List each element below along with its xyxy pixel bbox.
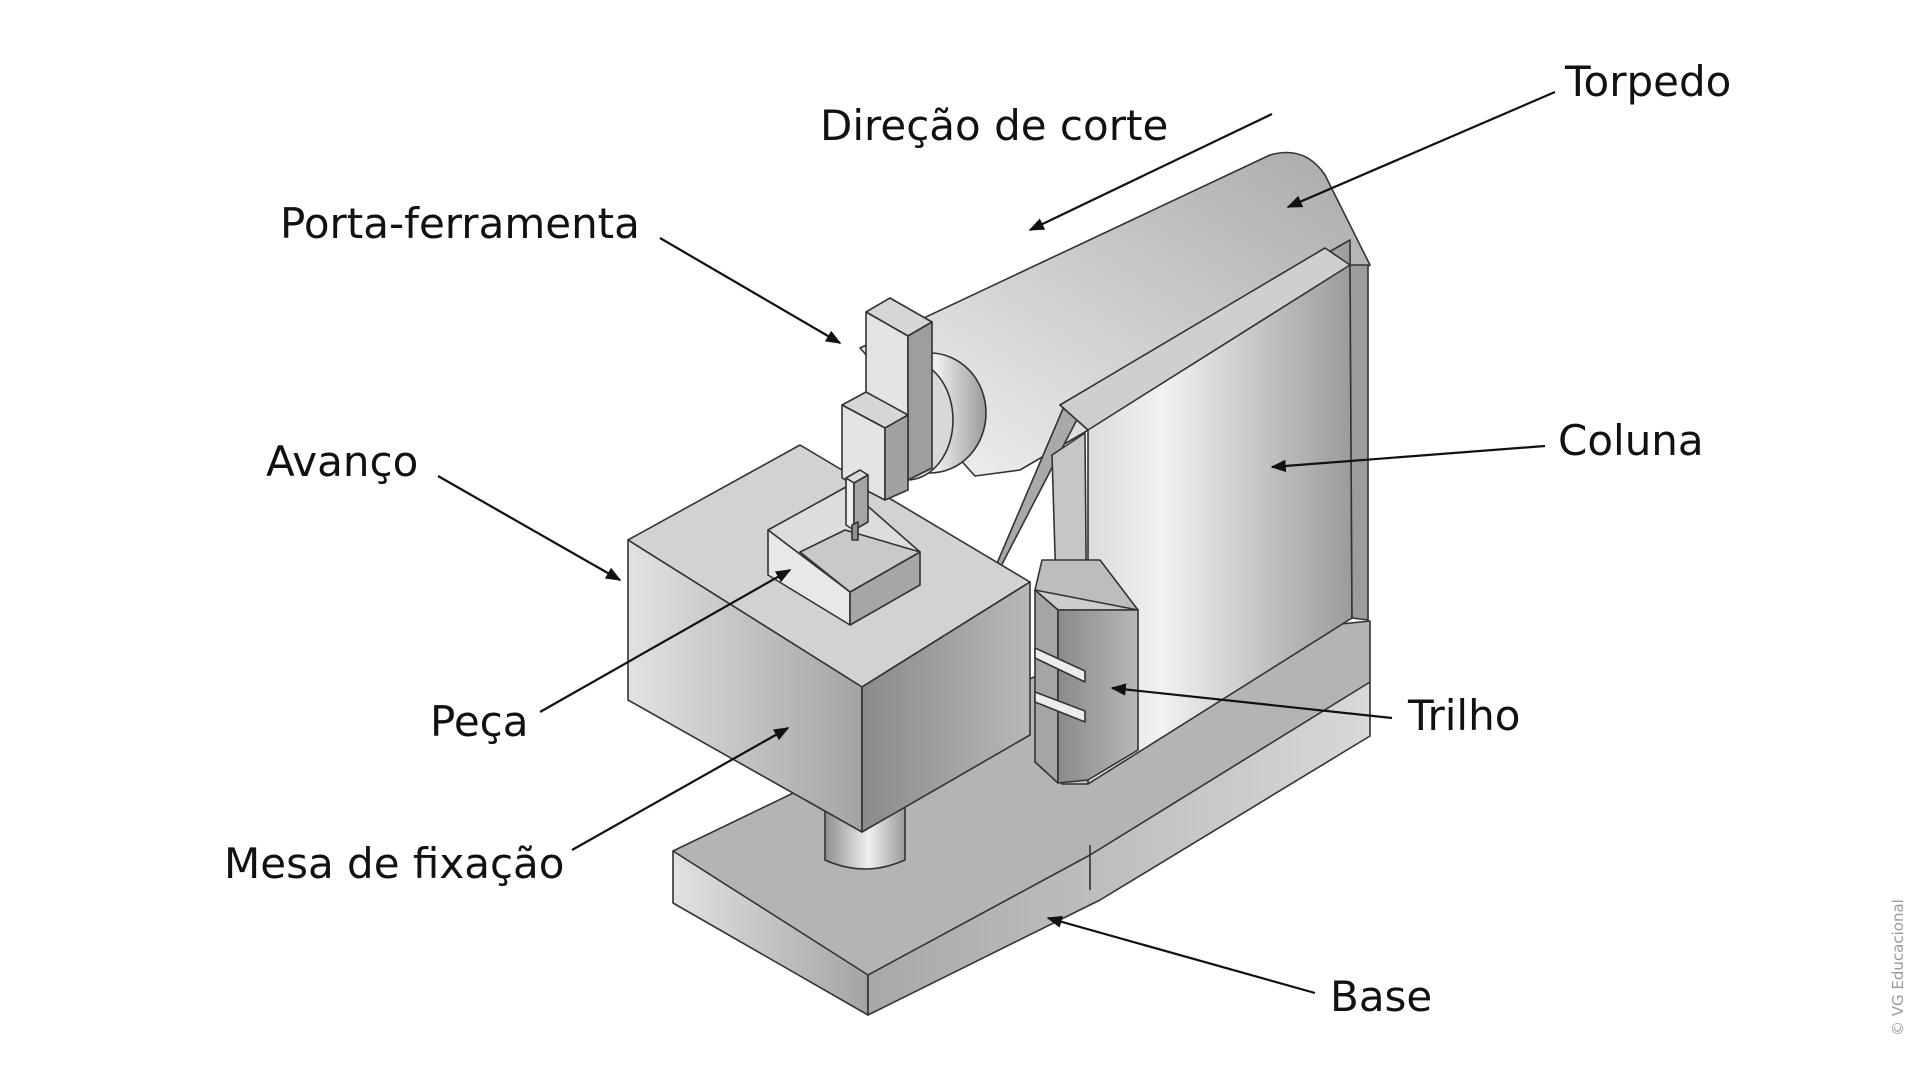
avanco-leader <box>437 475 622 581</box>
peca-workpiece <box>767 486 921 626</box>
label-base: Base <box>1330 972 1432 1021</box>
label-peca: Peça <box>430 697 529 746</box>
label-avanco: Avanço <box>266 437 418 486</box>
porta-ferramenta-leader <box>659 237 842 344</box>
trilho-leader <box>1110 683 1393 720</box>
label-mesa-de-fixacao: Mesa de fixação <box>224 839 564 888</box>
label-porta-ferramenta: Porta-ferramenta <box>280 199 640 248</box>
label-trilho: Trilho <box>1407 691 1520 740</box>
label-direcao-de-corte: Direção de corte <box>820 101 1168 150</box>
label-coluna: Coluna <box>1558 416 1704 465</box>
credit-text: © VG Educacional <box>1889 899 1907 1036</box>
peca-leader <box>539 569 792 713</box>
mesa-fixacao-leader <box>571 727 790 851</box>
base-leader <box>1046 915 1316 995</box>
trilho-rail <box>1034 559 1139 784</box>
direcao-corte-arrow <box>1028 113 1273 231</box>
torpedo-leader <box>1286 90 1556 209</box>
porta-ferramenta-tool-head <box>841 297 933 541</box>
coluna-leader <box>1270 444 1546 473</box>
label-torpedo: Torpedo <box>1564 57 1731 106</box>
